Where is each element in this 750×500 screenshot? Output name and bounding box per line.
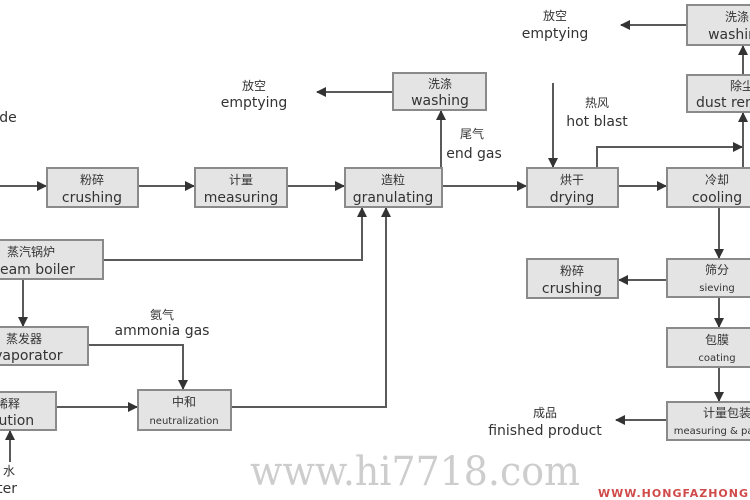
node-drying: 烘干 drying [526,167,619,208]
label-ammonia-gas: 氨气 ammonia gas [115,307,210,339]
node-washing-2: 洗涤 washing [686,4,750,46]
svg-text:粉碎: 粉碎 [80,172,104,187]
svg-text:emptying: emptying [522,26,589,42]
label-emptying: 放空 emptying [221,78,288,111]
node-evaporator: 蒸发器 evaporator [0,326,89,366]
svg-text:end gas: end gas [446,146,502,162]
svg-text:steam boiler: steam boiler [0,262,75,278]
label-hot-blast: 热风 hot blast [566,96,628,130]
svg-text:granulating: granulating [353,190,434,206]
node-granulating: 造粒 granulating [344,167,443,208]
svg-text:washing: washing [411,93,469,109]
svg-text:cooling: cooling [692,190,742,206]
svg-text:sieving: sieving [699,283,735,294]
svg-text:measuring & packing: measuring & packing [674,426,750,437]
svg-text:neutralization: neutralization [149,416,218,427]
node-dilution: 稀释 dilution [0,391,57,431]
svg-text:筛分: 筛分 [705,262,729,277]
svg-text:除尘: 除尘 [730,78,750,93]
svg-text:measuring: measuring [204,190,278,206]
svg-text:放空: 放空 [543,8,567,23]
node-measuring-packing: 计量包装 measuring & packing [666,401,750,441]
node-washing: 洗涤 washing [392,72,487,111]
node-measuring: 计量 measuring [194,167,288,208]
svg-text:洗涤: 洗涤 [428,77,452,91]
svg-text:drying: drying [550,190,595,206]
left-input-label: ide [0,110,17,126]
watermark-text: www.hi7718.com [250,449,580,495]
watermark-sub-text: WWW.HONGFAZHONG [598,487,749,500]
node-dust-removal: 除尘 dust removal [686,74,750,113]
watermark: www.hi7718.com WWW.HONGFAZHONG [250,449,749,500]
node-sieving: 筛分 sieving [666,258,750,298]
svg-text:包膜: 包膜 [705,333,729,347]
svg-text:washing: washing [708,27,750,43]
label-water: 水 water [0,464,17,497]
node-crushing: 粉碎 crushing [46,167,139,208]
svg-text:蒸汽锅炉: 蒸汽锅炉 [7,244,55,259]
svg-text:稀释: 稀释 [0,397,20,411]
svg-text:烘干: 烘干 [560,173,584,187]
svg-text:成品: 成品 [533,406,557,420]
svg-text:water: water [0,481,17,497]
svg-text:蒸发器: 蒸发器 [6,331,42,346]
svg-text:coating: coating [698,353,735,364]
svg-text:洗涤: 洗涤 [725,10,749,24]
svg-text:计量: 计量 [229,173,253,187]
svg-text:emptying: emptying [221,95,288,111]
svg-text:热风: 热风 [585,96,609,110]
svg-text:hot blast: hot blast [566,114,628,130]
svg-text:造粒: 造粒 [381,172,405,187]
svg-text:中和: 中和 [172,394,196,409]
svg-text:放空: 放空 [242,78,266,93]
svg-text:氨气: 氨气 [150,307,174,322]
svg-text:finished product: finished product [488,423,602,439]
svg-text:计量包装: 计量包装 [703,406,750,420]
connectors [0,20,748,462]
node-steam-boiler: 蒸汽锅炉 steam boiler [0,239,104,280]
svg-text:dilution: dilution [0,413,34,429]
svg-text:冷却: 冷却 [705,173,729,187]
node-cooling: 冷却 cooling [666,167,750,208]
svg-text:粉碎: 粉碎 [560,263,584,278]
node-coating: 包膜 coating [666,327,750,368]
node-crushing-2: 粉碎 crushing [526,258,619,299]
svg-text:evaporator: evaporator [0,348,63,364]
label-finished-product: 成品 finished product [488,406,602,439]
svg-text:ammonia gas: ammonia gas [115,323,210,339]
svg-text:尾气: 尾气 [460,126,484,141]
svg-text:水: 水 [3,464,15,478]
label-end-gas: 尾气 end gas [446,126,502,162]
node-neutralization: 中和 neutralization [137,389,232,431]
label-emptying-2: 放空 emptying [522,8,589,42]
svg-text:crushing: crushing [542,281,602,297]
svg-text:crushing: crushing [62,190,122,206]
svg-text:dust removal: dust removal [696,95,750,111]
